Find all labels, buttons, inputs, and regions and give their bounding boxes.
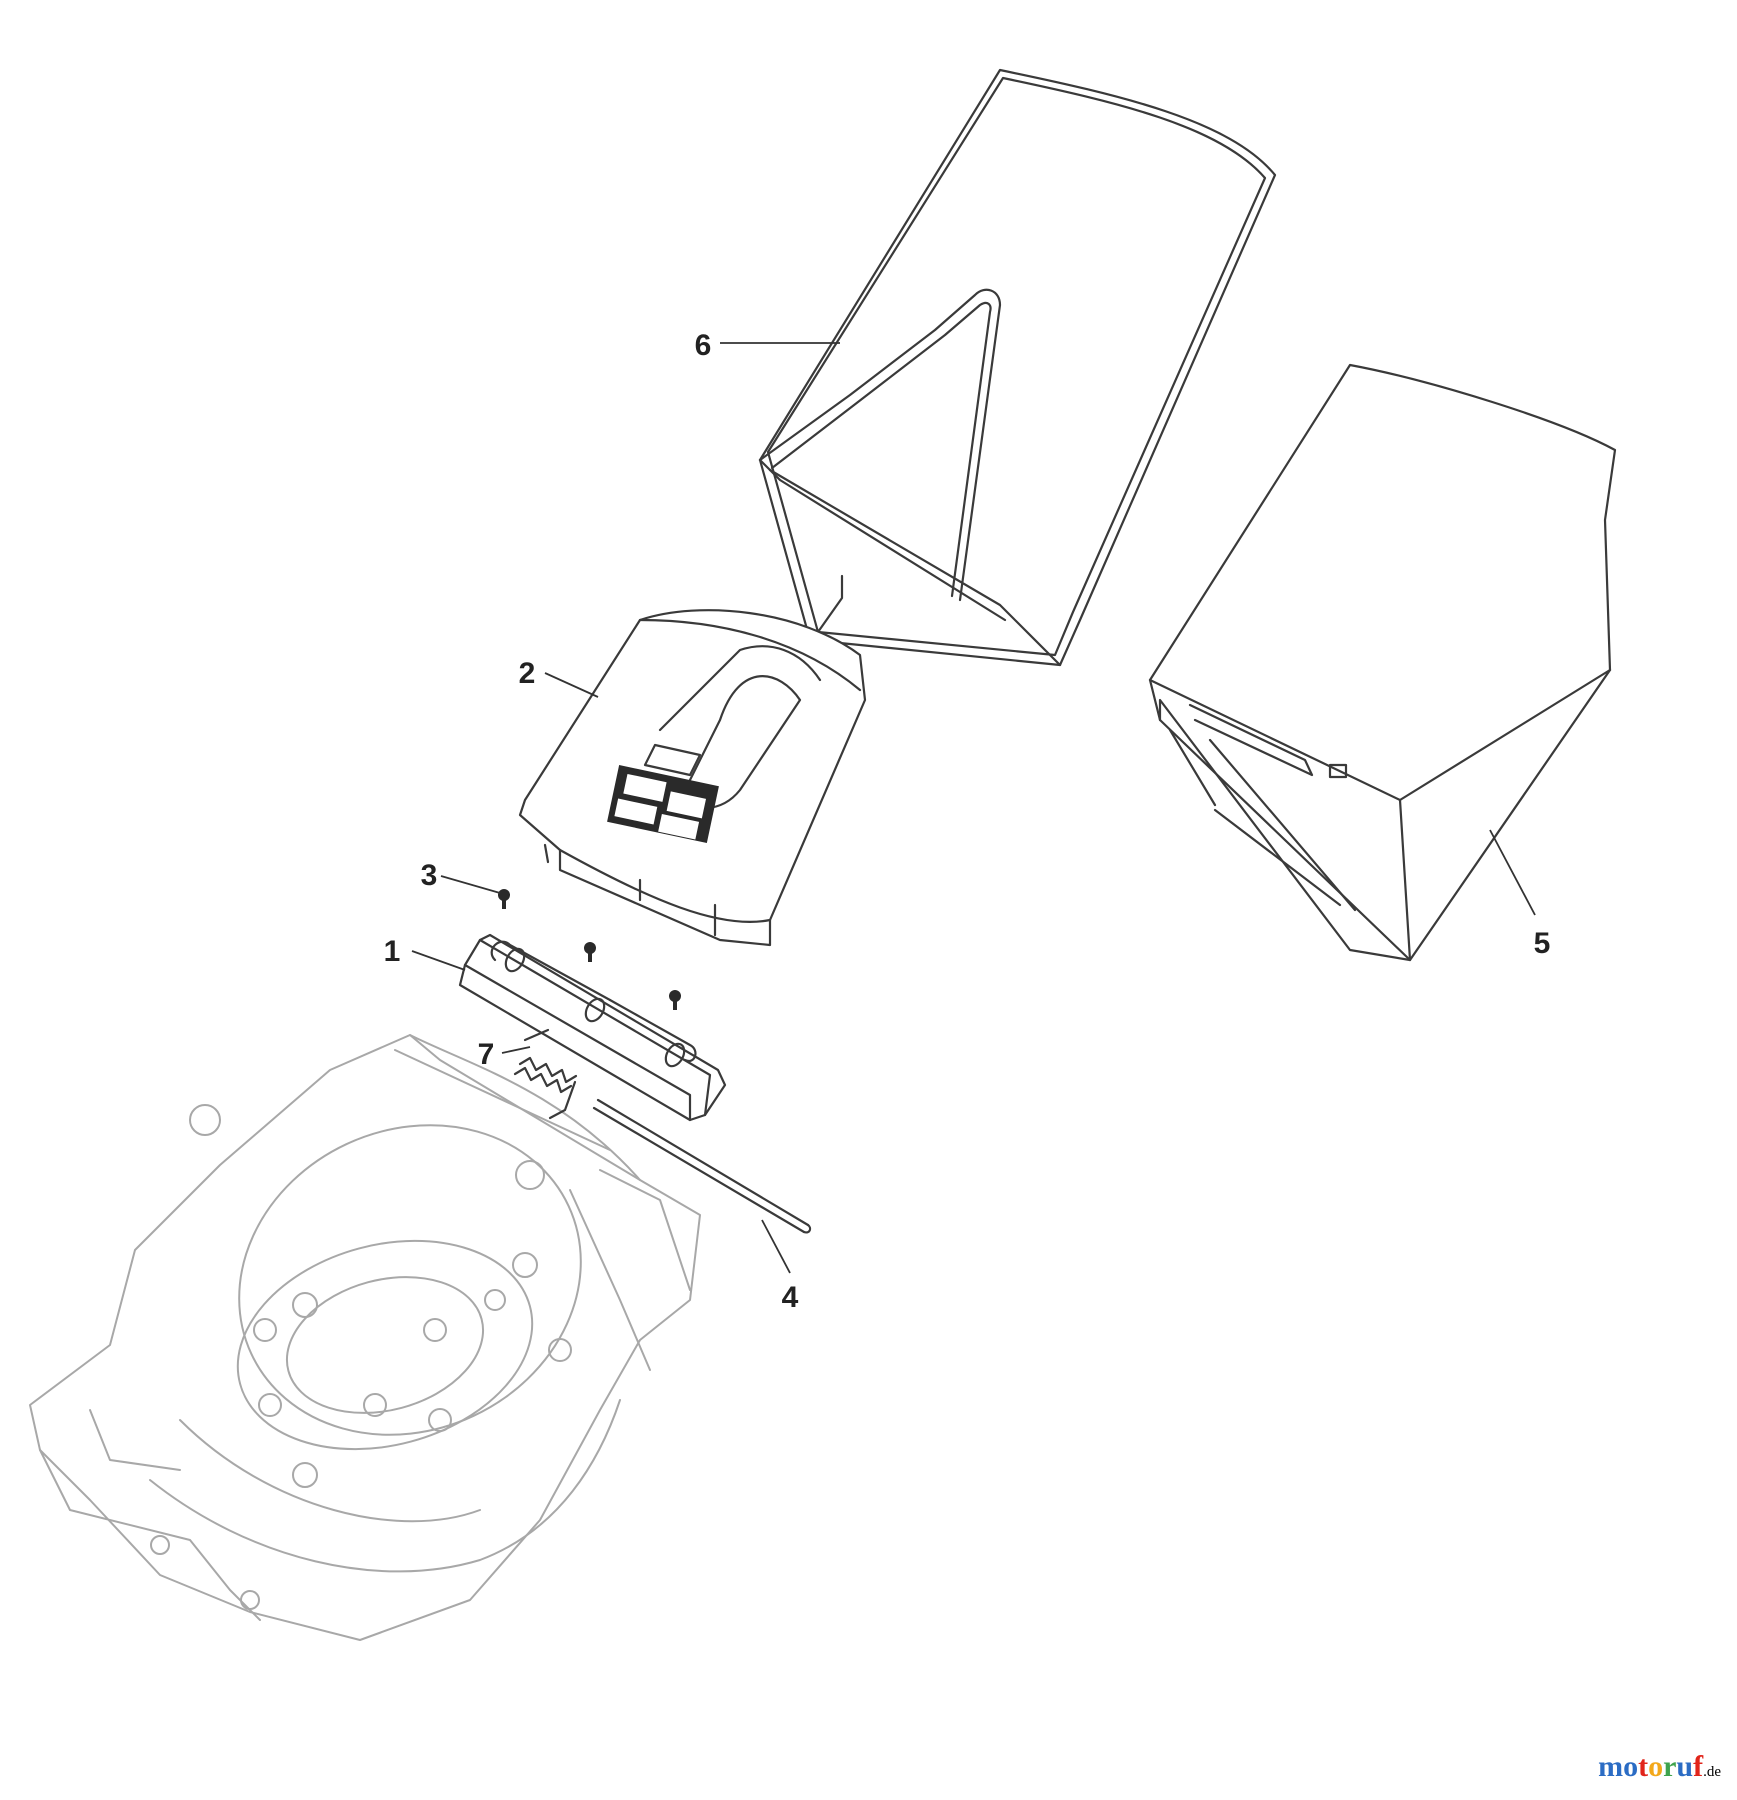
callout-1: 1 bbox=[384, 935, 401, 968]
hinge-bracket bbox=[458, 933, 727, 1122]
brand-letter: o bbox=[1623, 1750, 1639, 1783]
hinge-rod bbox=[592, 1098, 812, 1234]
brand-letter: o bbox=[1648, 1750, 1664, 1783]
brand-letter: r bbox=[1663, 1750, 1677, 1783]
screw bbox=[498, 889, 510, 909]
callout-2: 2 bbox=[519, 657, 536, 690]
brand-name: motoruf bbox=[1598, 1750, 1703, 1783]
callout-6: 6 bbox=[695, 329, 712, 362]
flap-warning-label bbox=[607, 765, 719, 843]
brand-suffix: .de bbox=[1703, 1764, 1721, 1780]
brand-letter: t bbox=[1638, 1750, 1649, 1783]
callout-4: 4 bbox=[782, 1281, 799, 1314]
rear-flap bbox=[518, 609, 867, 947]
brand-watermark: motoruf.de bbox=[1598, 1750, 1721, 1784]
spring bbox=[513, 1028, 578, 1120]
screw bbox=[669, 990, 681, 1010]
mower-deck bbox=[29, 1034, 701, 1641]
callout-3: 3 bbox=[421, 859, 438, 892]
grass-bag-frame bbox=[758, 68, 1277, 667]
callout-7: 7 bbox=[478, 1038, 495, 1071]
brand-letter: m bbox=[1598, 1750, 1624, 1783]
screw bbox=[584, 942, 596, 962]
brand-letter: u bbox=[1676, 1750, 1694, 1783]
grass-bag bbox=[1148, 363, 1617, 962]
brand-letter: f bbox=[1693, 1750, 1704, 1783]
leader-lines bbox=[411, 342, 1536, 1274]
callout-5: 5 bbox=[1534, 927, 1551, 960]
